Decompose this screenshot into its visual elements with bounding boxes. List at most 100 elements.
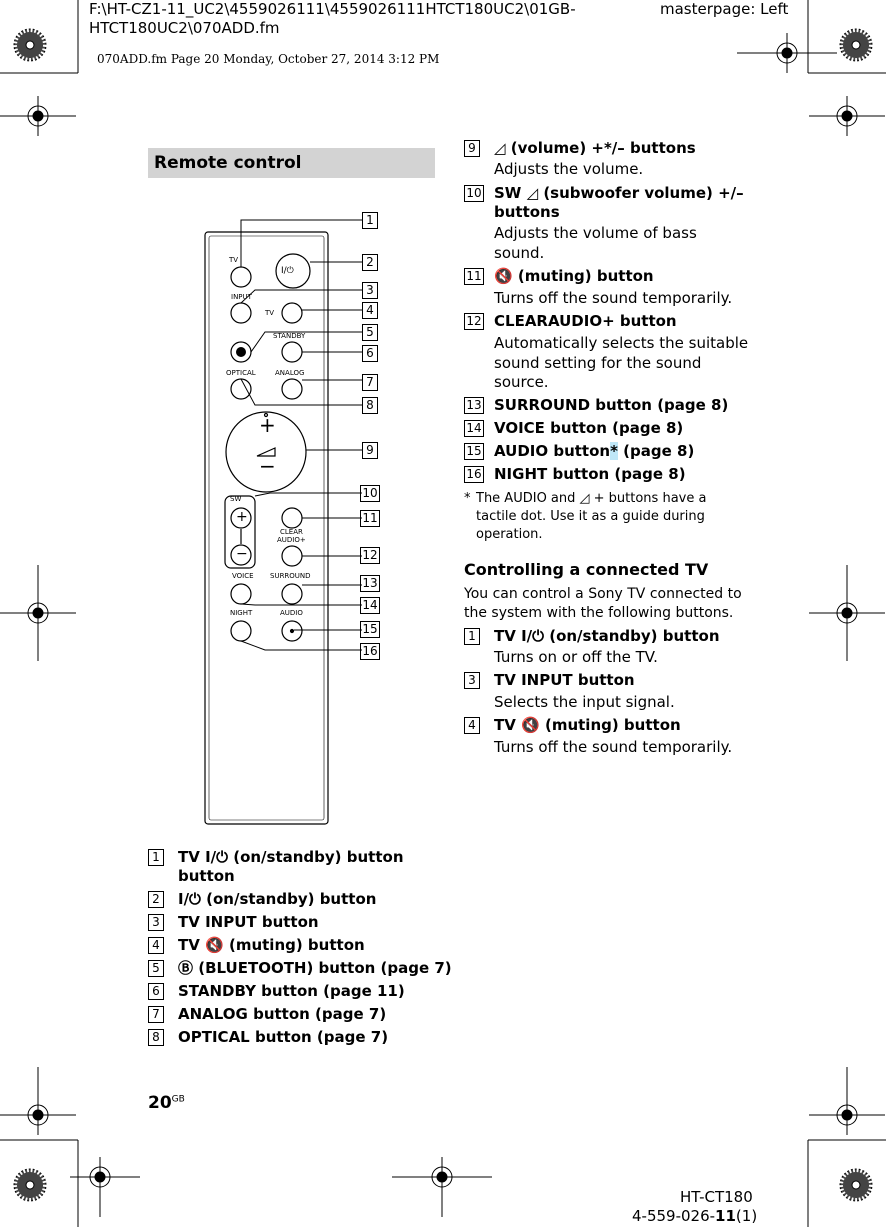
item-number: 10 xyxy=(464,185,484,202)
item-number: 3 xyxy=(148,914,164,931)
footer-code-b: 11 xyxy=(715,1207,736,1225)
footnote-star: * xyxy=(464,491,471,506)
remote-label-surround: SURROUND xyxy=(270,572,311,580)
callout-8: 8 xyxy=(362,397,378,414)
footer-model: HT-CT180 xyxy=(680,1188,753,1206)
page-number-value: 20 xyxy=(148,1093,172,1113)
item-desc: Adjusts the volume of bass xyxy=(494,224,697,242)
page-stamp: 070ADD.fm Page 20 Monday, October 27, 20… xyxy=(97,52,440,66)
item-number: 1 xyxy=(148,849,164,866)
masterpage-label: masterpage: Left xyxy=(660,0,789,18)
item-title: TV 🔇 (muting) button xyxy=(178,936,365,954)
callout-6: 6 xyxy=(362,345,378,362)
section-title: Remote control xyxy=(148,148,435,178)
remote-label-sw-minus: − xyxy=(236,546,248,562)
remote-label-voice: VOICE xyxy=(232,572,254,580)
callout-15: 15 xyxy=(360,621,380,638)
item-title: SURROUND button (page 8) xyxy=(494,396,729,414)
item-title: ANALOG button (page 7) xyxy=(178,1005,387,1023)
item-title: STANDBY button (page 11) xyxy=(178,982,405,1000)
item-number: 12 xyxy=(464,313,484,330)
remote-label-power: I/⏻ xyxy=(281,266,294,276)
remote-label-analog: ANALOG xyxy=(275,369,305,377)
tv-section-intro1: You can control a Sony TV connected to xyxy=(464,586,742,602)
remote-label-night: NIGHT xyxy=(230,609,253,617)
footnote-line1: The AUDIO and ◿ + buttons have a xyxy=(476,491,707,506)
page-number-suffix: GB xyxy=(171,1094,185,1105)
remote-label-minus: − xyxy=(259,454,276,478)
callout-5: 5 xyxy=(362,324,378,341)
item-title-cont: buttons xyxy=(494,203,560,221)
item-title: Ⓑ (BLUETOOTH) button (page 7) xyxy=(178,959,452,977)
callout-12: 12 xyxy=(360,547,380,564)
item-number: 7 xyxy=(148,1006,164,1023)
callout-4: 4 xyxy=(362,302,378,319)
remote-label-input: INPUT xyxy=(231,293,252,301)
item-number: 16 xyxy=(464,466,484,483)
item-number: 9 xyxy=(464,140,480,157)
item-desc: Turns off the sound temporarily. xyxy=(494,738,733,756)
footnote-line2: tactile dot. Use it as a guide during xyxy=(476,509,705,524)
remote-label-sw-plus: + xyxy=(236,509,248,525)
item-desc: Turns on or off the TV. xyxy=(494,648,658,666)
tv-section-intro2: the system with the following buttons. xyxy=(464,605,734,621)
item-title: ◿ (volume) +*/– buttons xyxy=(494,139,696,157)
item-number: 5 xyxy=(148,960,164,977)
item-title: NIGHT button (page 8) xyxy=(494,465,686,483)
item-desc: Selects the input signal. xyxy=(494,693,675,711)
remote-label-sw: SW xyxy=(230,495,242,503)
callout-13: 13 xyxy=(360,575,380,592)
item-title: OPTICAL button (page 7) xyxy=(178,1028,389,1046)
item-title: AUDIO button* (page 8) xyxy=(494,442,694,461)
item-title: TV INPUT button xyxy=(178,913,319,931)
item-title-b: (page 8) xyxy=(617,442,695,460)
footnote-line3: operation. xyxy=(476,527,543,542)
item-desc: sound setting for the sound xyxy=(494,354,702,372)
remote-label-tv: TV xyxy=(229,256,239,264)
item-desc: sound. xyxy=(494,244,545,262)
file-path-line1: F:\HT-CZ1-11_UC2\4559026111\4559026111HT… xyxy=(89,0,576,18)
item-title: CLEARAUDIO+ button xyxy=(494,312,677,330)
item-number: 15 xyxy=(464,443,484,460)
item-title: 🔇 (muting) button xyxy=(494,267,654,285)
item-number: 4 xyxy=(148,937,164,954)
item-number: 4 xyxy=(464,717,480,734)
item-number: 1 xyxy=(464,628,480,645)
item-number: 6 xyxy=(148,983,164,1000)
remote-label-audio-plus: AUDIO+ xyxy=(277,536,306,544)
remote-label-audio: AUDIO xyxy=(280,609,303,617)
remote-label-plus: + xyxy=(259,413,276,437)
remote-label-tv-mid: TV xyxy=(265,309,275,317)
callout-3: 3 xyxy=(362,282,378,299)
item-title-cont: button xyxy=(178,867,235,885)
callout-9: 9 xyxy=(362,442,378,459)
file-path-line2: HTCT180UC2\070ADD.fm xyxy=(89,19,280,37)
item-number: 3 xyxy=(464,672,480,689)
item-desc: Adjusts the volume. xyxy=(494,160,644,178)
item-title-a: AUDIO button xyxy=(494,442,611,460)
callout-1: 1 xyxy=(362,212,378,229)
page-number: 20GB xyxy=(148,1093,185,1113)
item-title: SW ◿ (subwoofer volume) +/– xyxy=(494,184,744,202)
remote-label-optical: OPTICAL xyxy=(226,369,256,377)
item-number: 2 xyxy=(148,891,164,908)
footer-code-a: 4-559-026- xyxy=(632,1207,716,1225)
item-title: VOICE button (page 8) xyxy=(494,419,684,437)
callout-11: 11 xyxy=(360,510,380,527)
item-title: TV I/⏻ (on/standby) button xyxy=(494,627,720,645)
item-title: TV INPUT button xyxy=(494,671,635,689)
item-title: TV I/⏻ (on/standby) button xyxy=(178,848,404,866)
item-desc: Automatically selects the suitable xyxy=(494,334,749,352)
footer-code: 4-559-026-11(1) xyxy=(632,1207,757,1225)
item-number: 8 xyxy=(148,1029,164,1046)
remote-label-standby: STANDBY xyxy=(273,332,306,340)
item-desc: Turns off the sound temporarily. xyxy=(494,289,733,307)
item-title: I/⏻ (on/standby) button xyxy=(178,890,377,908)
item-number: 14 xyxy=(464,420,484,437)
item-title: TV 🔇 (muting) button xyxy=(494,716,681,734)
callout-7: 7 xyxy=(362,374,378,391)
item-number: 13 xyxy=(464,397,484,414)
item-number: 11 xyxy=(464,268,484,285)
tv-section-heading: Controlling a connected TV xyxy=(464,560,709,579)
